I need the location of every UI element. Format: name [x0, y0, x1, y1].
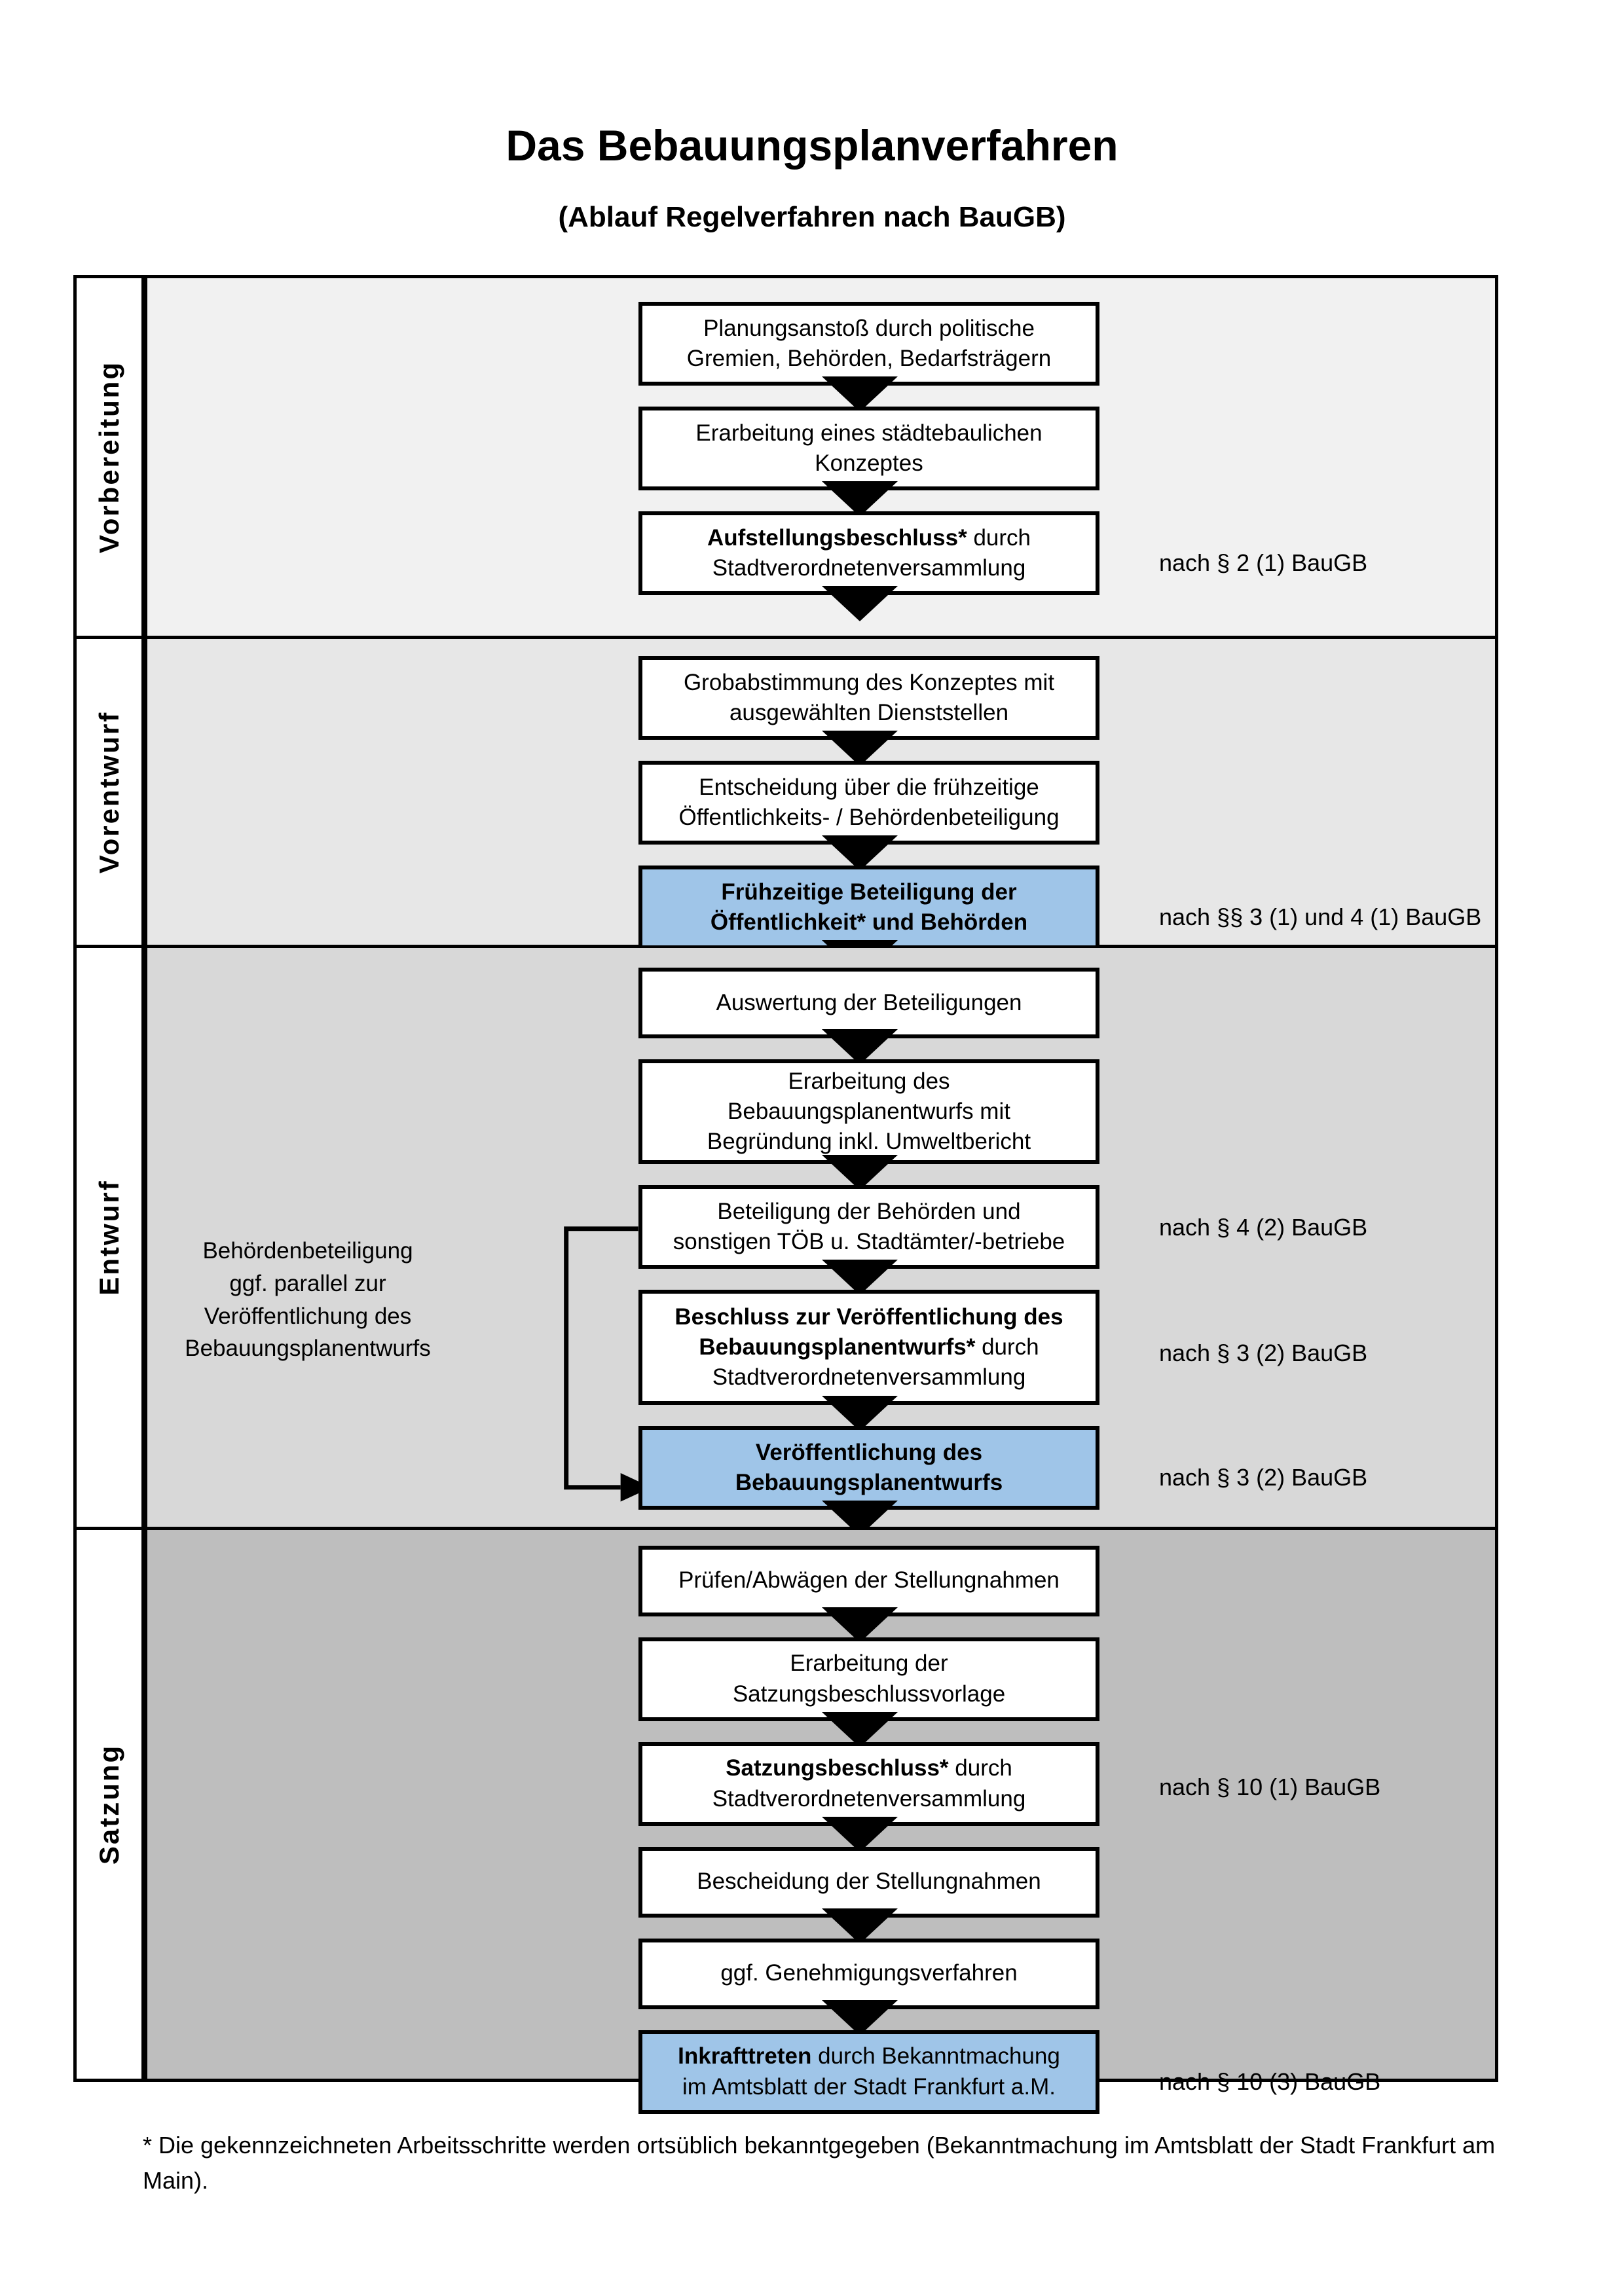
arrow-s14-s15 [822, 1816, 898, 1852]
footnote: * Die gekennzeichneten Arbeitsschritte w… [143, 2132, 1496, 2194]
phase-label-cell-entwurf: Entwurf [77, 948, 147, 1527]
side-note-behoerdenbeteiligung: Behördenbeteiligung ggf. parallel zur Ve… [185, 1238, 431, 1362]
arrow-s15-s16 [822, 1908, 898, 1944]
phase-label-cell-vorentwurf: Vorentwurf [77, 639, 147, 945]
page-title: Das Bebauungsplanverfahren [506, 121, 1118, 170]
step-box-pruefen-abwaegen[interactable]: Prüfen/Abwägen der Stellungnahmen [638, 1545, 1099, 1616]
arrow-s2-s3 [822, 481, 898, 517]
phase-entwurf: Entwurf Auswertung der Beteiligungen Era… [77, 948, 1495, 1537]
legal-ref-7: nach § 10 (3) BauGB [1159, 2068, 1381, 2095]
step-box-bescheidung-stellungnahmen[interactable]: Bescheidung der Stellungnahmen [638, 1846, 1099, 1918]
phase-satzung: Satzung Prüfen/Abwägen der Stellungnahme… [77, 1529, 1495, 2114]
arrow-s12-s13 [822, 1607, 898, 1643]
arrow-s1-s2 [822, 376, 898, 412]
arrow-s3-s4 [822, 586, 898, 621]
arrow-s5-s6 [822, 835, 898, 871]
step-text: Auswertung der Beteiligungen [716, 990, 1022, 1016]
page-subtitle: (Ablauf Regelverfahren nach BauGB) [558, 200, 1066, 233]
step-box-genehmigungsverfahren[interactable]: ggf. Genehmigungsverfahren [638, 1938, 1099, 2009]
phase-body-satzung: Prüfen/Abwägen der Stellungnahmen Erarbe… [147, 1529, 1495, 2114]
legal-ref-1: nach § 2 (1) BauGB [1159, 549, 1368, 576]
step-text: Prüfen/Abwägen der Stellungnahmen [678, 1567, 1060, 1594]
phase-label-satzung: Satzung [93, 1743, 124, 1865]
arrow-s16-s17 [822, 1999, 898, 2035]
step-text: Bescheidung der Stellungnahmen [697, 1868, 1041, 1895]
title-block: Das Bebauungsplanverfahren (Ablauf Regel… [0, 122, 1624, 234]
phase-label-vorbereitung: Vorbereitung [93, 360, 124, 554]
process-diagram: Vorbereitung Planungsanstoß durch politi… [73, 275, 1498, 2114]
step-box-auswertung-beteiligungen[interactable]: Auswertung der Beteiligungen [638, 968, 1099, 1039]
phase-label-cell-vorbereitung: Vorbereitung [77, 278, 147, 636]
legal-ref-3: nach § 4 (2) BauGB [1159, 1214, 1368, 1241]
phase-body-entwurf: Auswertung der Beteiligungen Erarbeitung… [147, 948, 1495, 1537]
arrow-s9-s10 [822, 1260, 898, 1296]
legal-ref-2: nach §§ 3 (1) und 4 (1) BauGB [1159, 903, 1482, 930]
arrow-s7-s8 [822, 1029, 898, 1065]
phase-label-vorentwurf: Vorentwurf [93, 710, 124, 873]
arrow-s4-s5 [822, 731, 898, 766]
phase-vorbereitung: Vorbereitung Planungsanstoß durch politi… [77, 278, 1495, 639]
legal-ref-5: nach § 3 (2) BauGB [1159, 1464, 1368, 1491]
phase-label-cell-satzung: Satzung [77, 1529, 147, 2079]
arrow-s10-s11 [822, 1396, 898, 1432]
legal-ref-4: nach § 3 (2) BauGB [1159, 1339, 1368, 1367]
legal-ref-6: nach § 10 (1) BauGB [1159, 1773, 1381, 1800]
step-text: ggf. Genehmigungsverfahren [720, 1960, 1018, 1986]
phase-label-entwurf: Entwurf [93, 1179, 124, 1296]
arrow-s8-s9 [822, 1155, 898, 1191]
phase-vorentwurf: Vorentwurf Grobabstimmung des Konzeptes … [77, 639, 1495, 975]
arrow-s13-s14 [822, 1711, 898, 1747]
